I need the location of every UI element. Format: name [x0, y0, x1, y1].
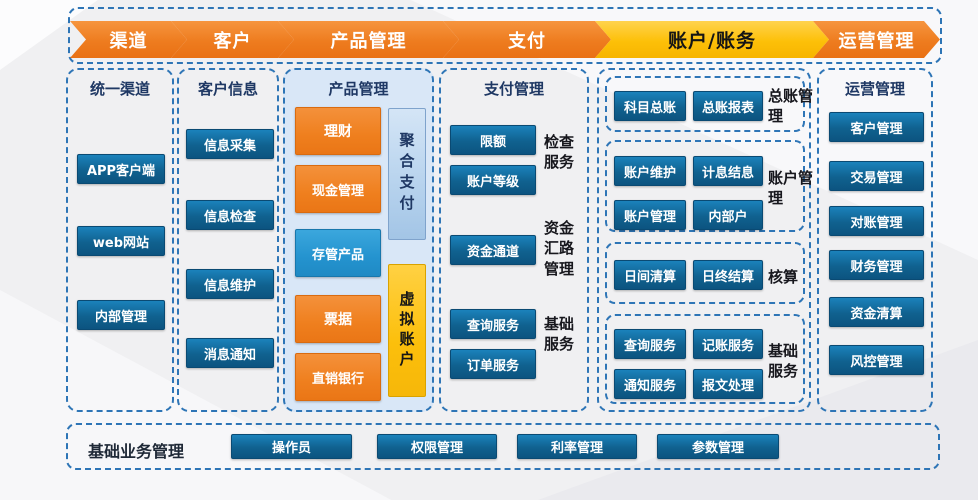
aggregate-payment-vbox: 聚合支付 — [388, 108, 426, 240]
module-chip: 权限管理 — [377, 434, 497, 459]
module-chip: 日终结算 — [693, 260, 763, 290]
column-operations: 运营管理 客户管理 交易管理 对账管理 财务管理 资金清算 风控管理 — [817, 68, 933, 412]
module-chip: 限额 — [450, 125, 536, 155]
flow-step-label: 账户/账务 — [668, 30, 756, 52]
module-chip: 信息采集 — [186, 129, 274, 159]
column-title: 产品管理 — [328, 80, 389, 98]
module-chip: 查询服务 — [450, 309, 536, 339]
module-chip: 参数管理 — [657, 434, 779, 459]
virtual-account-vbox: 虚拟账户 — [388, 264, 426, 397]
flow-step-label: 渠道 — [109, 30, 148, 52]
flow-step-account: 账户/账务 — [595, 21, 829, 58]
column-title: 运营管理 — [844, 80, 905, 98]
column-customer-info: 客户信息 信息采集 信息检查 信息维护 消息通知 — [177, 68, 279, 412]
group-general-ledger: 科目总账 总账报表 总账管理 — [605, 76, 813, 132]
flow-step-channel: 渠道 — [70, 21, 187, 58]
module-chip: 科目总账 — [614, 91, 686, 121]
column-title: 客户信息 — [197, 80, 258, 98]
column-title: 支付管理 — [483, 80, 544, 98]
group-label: 总账管理 — [768, 87, 814, 126]
module-chip: 内部户 — [693, 200, 763, 230]
module-chip: web网站 — [77, 226, 165, 256]
module-chip: 存管产品 — [295, 229, 381, 277]
module-chip: 理财 — [295, 107, 381, 155]
module-chip: 日间清算 — [614, 260, 686, 290]
module-chip: 风控管理 — [829, 345, 924, 375]
group-accounting: 日间清算 日终结算 核算 — [605, 242, 805, 304]
module-chip: APP客户端 — [77, 154, 165, 184]
module-chip: 操作员 — [231, 434, 352, 459]
group-label: 检查服务 — [544, 133, 575, 172]
base-business-frame: 基础业务管理 操作员 权限管理 利率管理 参数管理 — [66, 423, 940, 470]
module-chip: 消息通知 — [186, 338, 274, 368]
flow-step-customer: 客户 — [171, 21, 294, 58]
module-chip: 客户管理 — [829, 112, 924, 142]
group-account-mgmt: 账户维护 计息结息 账户管理 内部户 账户管理 — [605, 140, 813, 232]
column-payment-mgmt: 支付管理 限额 账户等级 检查服务 资金通道 资金汇路管理 查询服务 订单服务 … — [439, 68, 589, 412]
column-title: 统一渠道 — [89, 80, 150, 98]
module-chip: 信息维护 — [186, 269, 274, 299]
flow-step-label: 产品管理 — [330, 30, 407, 52]
group-base-services: 查询服务 记账服务 通知服务 报文处理 基础服务 — [605, 314, 805, 404]
module-chip: 账户管理 — [614, 200, 686, 230]
base-business-title: 基础业务管理 — [88, 442, 185, 461]
flow-step-label: 客户 — [213, 30, 252, 52]
column-product-mgmt: 产品管理 理财 现金管理 存管产品 票据 直销银行 聚合支付 虚拟账户 — [283, 68, 434, 412]
module-chip: 直销银行 — [295, 353, 381, 401]
module-chip: 内部管理 — [77, 300, 165, 330]
group-label: 核算 — [768, 268, 799, 286]
module-chip: 利率管理 — [517, 434, 637, 459]
module-chip: 交易管理 — [829, 161, 924, 191]
module-chip: 对账管理 — [829, 206, 924, 236]
module-chip: 资金通道 — [450, 235, 536, 265]
column-account-mgmt: 科目总账 总账报表 总账管理 账户维护 计息结息 账户管理 内部户 账户管理 日… — [597, 68, 813, 412]
flow-step-product: 产品管理 — [278, 21, 459, 58]
module-chip: 计息结息 — [693, 156, 763, 186]
group-label: 基础服务 — [544, 315, 575, 354]
module-chip: 票据 — [295, 295, 381, 343]
module-chip: 现金管理 — [295, 165, 381, 213]
module-chip: 资金清算 — [829, 297, 924, 327]
module-chip: 财务管理 — [829, 250, 924, 280]
module-chip: 报文处理 — [693, 369, 763, 399]
flow-step-label: 运营管理 — [838, 30, 915, 52]
module-chip: 查询服务 — [614, 329, 686, 359]
module-chip: 信息检查 — [186, 200, 274, 230]
module-chip: 订单服务 — [450, 349, 536, 379]
flow-step-payment: 支付 — [443, 21, 611, 58]
group-label: 账户管理 — [768, 169, 814, 208]
flow-step-label: 支付 — [508, 30, 546, 52]
module-chip: 记账服务 — [693, 329, 763, 359]
column-unified-channel: 统一渠道 APP客户端 web网站 内部管理 — [66, 68, 174, 412]
flow-step-operations: 运营管理 — [813, 21, 940, 58]
module-chip: 账户维护 — [614, 156, 686, 186]
flow-frame — [68, 7, 942, 64]
group-label: 基础服务 — [768, 342, 799, 381]
module-chip: 总账报表 — [693, 91, 763, 121]
group-label: 资金汇路管理 — [544, 219, 575, 278]
module-chip: 账户等级 — [450, 165, 536, 195]
module-chip: 通知服务 — [614, 369, 686, 399]
